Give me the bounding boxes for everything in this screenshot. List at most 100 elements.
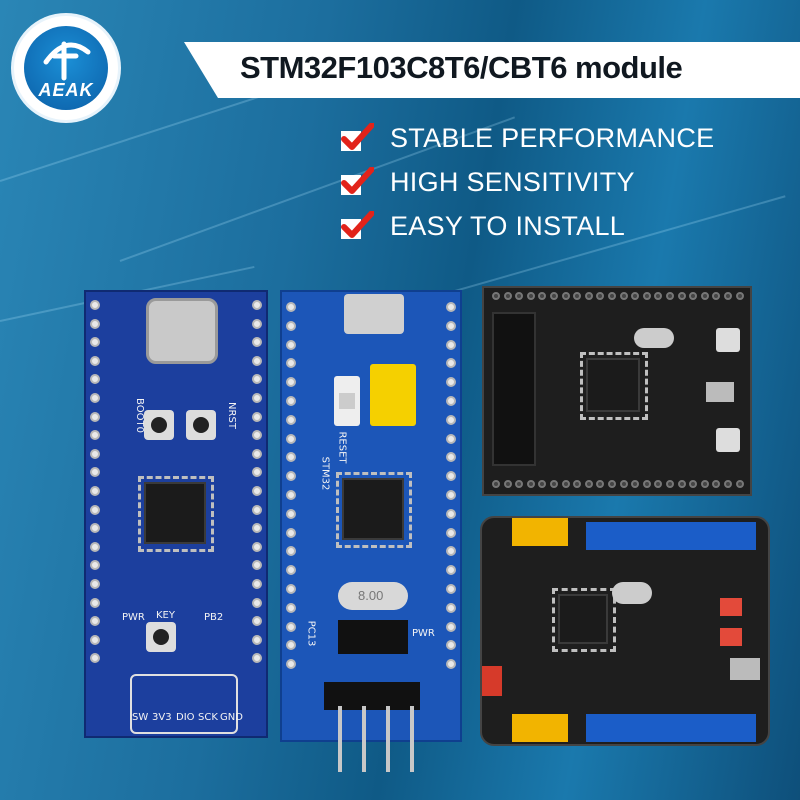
header-pin-hole bbox=[735, 480, 744, 488]
header-pin-hole bbox=[90, 523, 100, 534]
header-pin-hole bbox=[252, 300, 262, 310]
jumper-block bbox=[370, 364, 416, 426]
header-pin-hole bbox=[446, 377, 456, 388]
header-pin-hole bbox=[252, 337, 262, 348]
pwr-label: PWR bbox=[412, 628, 435, 639]
brand-logo: AEAK bbox=[14, 16, 118, 120]
header-pin-hole bbox=[503, 292, 512, 300]
header-pin-hole bbox=[286, 602, 296, 613]
header-pin-hole bbox=[446, 358, 456, 369]
header-pin-hole bbox=[252, 467, 262, 478]
header-pin-hole bbox=[446, 339, 456, 350]
boot0-button bbox=[144, 410, 174, 440]
logo-text: AEAK bbox=[38, 80, 94, 100]
header-pin-hole bbox=[286, 320, 296, 331]
header-pin-hole bbox=[596, 480, 605, 488]
header-pin-hole bbox=[286, 565, 296, 576]
check-mark-icon bbox=[341, 123, 374, 151]
header-pin-hole bbox=[252, 560, 262, 571]
header-pin-hole bbox=[446, 584, 456, 594]
button bbox=[716, 328, 740, 352]
header-pin-hole bbox=[446, 546, 456, 557]
header-pin-hole bbox=[538, 480, 547, 488]
header-pin-hole bbox=[526, 480, 535, 488]
header-pin-hole bbox=[608, 292, 616, 300]
feature-item: STABLE PERFORMANCE bbox=[340, 118, 714, 158]
header-pin-hole bbox=[526, 292, 535, 300]
header-pin-hole bbox=[286, 659, 296, 670]
header-pin-hole bbox=[286, 584, 296, 594]
header-pin-hole bbox=[286, 527, 296, 538]
mcu-pins bbox=[580, 352, 648, 420]
header-pin-hole bbox=[286, 452, 296, 463]
button bbox=[716, 428, 740, 452]
header-pin-hole bbox=[584, 292, 593, 300]
header-pin-hole bbox=[286, 339, 296, 350]
header-pin-hole bbox=[252, 523, 262, 534]
blue-header bbox=[586, 522, 756, 550]
header-pin-hole bbox=[631, 292, 640, 300]
header-pin-hole bbox=[712, 480, 721, 488]
blue-header bbox=[586, 714, 756, 742]
header-pin-hole bbox=[252, 355, 262, 366]
header-pin-hole bbox=[515, 480, 524, 488]
led-label: PB2 bbox=[204, 612, 224, 623]
header-pin-hole bbox=[90, 300, 100, 310]
header-pin-hole bbox=[252, 318, 262, 329]
header-pin-hole bbox=[446, 320, 456, 331]
nrst-label: NRST bbox=[225, 402, 237, 429]
header-pin-hole bbox=[252, 541, 262, 552]
header-pin-hole bbox=[619, 480, 628, 488]
header-pin-hole bbox=[492, 292, 500, 300]
header-pin-hole bbox=[561, 480, 570, 488]
header-pins bbox=[330, 706, 426, 776]
micro-usb-port bbox=[344, 294, 404, 334]
header-pin-hole bbox=[286, 508, 296, 519]
header-pin-hole bbox=[538, 292, 547, 300]
blue-pill-board-micro-usb: RESET STM32 8.00 PC13 PWR bbox=[280, 290, 462, 742]
header-pin-hole bbox=[446, 659, 456, 670]
voltage-regulator bbox=[338, 620, 408, 654]
header-pin-hole bbox=[252, 374, 262, 385]
swd-label-gnd: GND bbox=[220, 712, 243, 723]
header-pin-hole bbox=[700, 292, 709, 300]
header-pin-hole bbox=[608, 480, 616, 488]
swd-label-sck: SCK bbox=[198, 712, 218, 723]
header-pin-hole bbox=[446, 527, 456, 538]
header-pin-hole bbox=[90, 541, 100, 552]
header-pin-hole bbox=[90, 318, 100, 329]
header-pin-hole bbox=[654, 292, 663, 300]
header-pin-hole bbox=[561, 292, 570, 300]
header-pin-hole bbox=[642, 480, 651, 488]
nrst-button bbox=[186, 410, 216, 440]
swd-label-3v3: 3V3 bbox=[152, 712, 172, 723]
header-pin-hole bbox=[689, 292, 698, 300]
header-pin-hole bbox=[666, 480, 674, 488]
feature-label: STABLE PERFORMANCE bbox=[390, 122, 715, 153]
reset-button bbox=[334, 376, 360, 426]
feature-item: EASY TO INSTALL bbox=[340, 206, 625, 246]
header-pin-hole bbox=[619, 292, 628, 300]
header-pin-hole bbox=[550, 480, 558, 488]
feature-label: HIGH SENSITIVITY bbox=[390, 166, 635, 197]
header-pin-hole bbox=[286, 471, 296, 482]
key-button bbox=[146, 622, 176, 652]
header-pin-hole bbox=[252, 616, 262, 627]
header-pin-hole bbox=[90, 486, 100, 496]
product-title: STM32F103C8T6/CBT6 module bbox=[240, 50, 683, 85]
boot0-label: BOOT0 bbox=[133, 398, 145, 433]
header-pin-hole bbox=[286, 640, 296, 651]
key-label: KEY bbox=[156, 610, 175, 621]
logo-swirl-icon bbox=[43, 41, 91, 81]
header-pin-hole bbox=[252, 653, 262, 664]
header-pin-hole bbox=[90, 597, 100, 608]
header-pin-hole bbox=[286, 546, 296, 557]
header-pin-hole bbox=[90, 374, 100, 385]
header-pin-hole bbox=[446, 396, 456, 406]
micro-usb-port bbox=[730, 658, 760, 680]
header-pin-hole bbox=[286, 302, 296, 312]
header-pin-hole bbox=[252, 411, 262, 422]
header-pin-hole bbox=[503, 480, 512, 488]
mcu-pins bbox=[336, 472, 412, 548]
swd-header bbox=[324, 682, 420, 710]
